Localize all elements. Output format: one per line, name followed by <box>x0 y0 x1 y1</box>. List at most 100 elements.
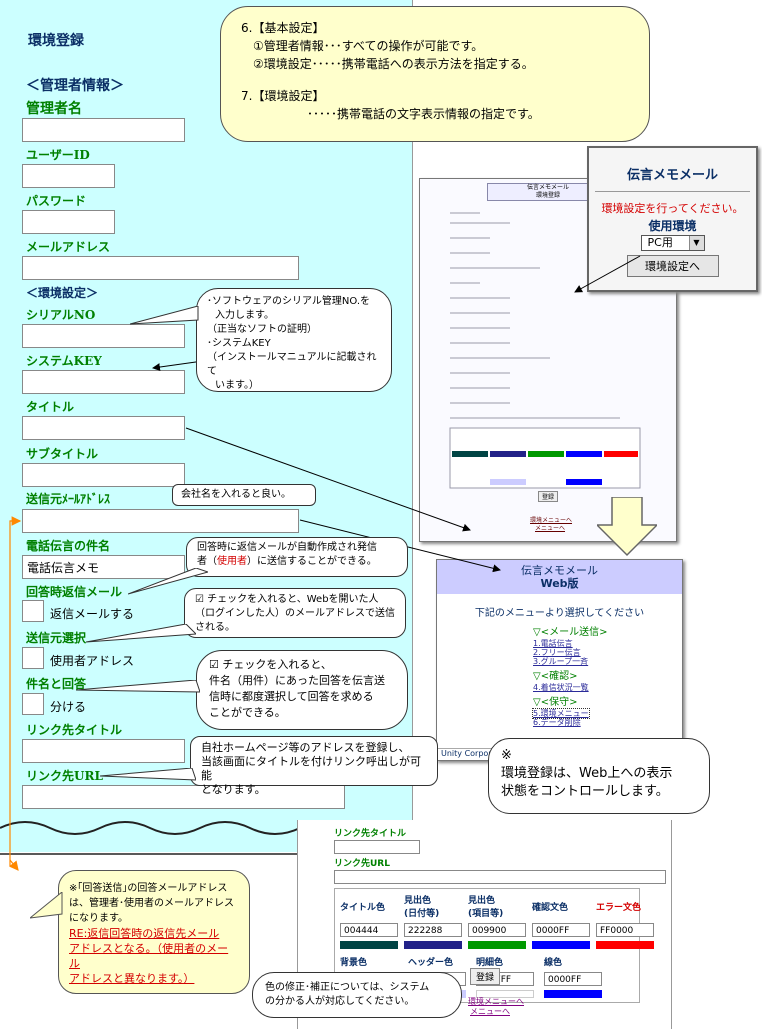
subject-callout-tail <box>76 680 200 693</box>
subject-input[interactable]: 電話伝言メモ <box>22 555 185 579</box>
subject-callout-line2: 件名（用件）にあった回答を伝言送 <box>209 674 385 687</box>
menu-group-link[interactable]: 3.グループ一斉 <box>533 657 589 666</box>
menu-phone-message-link[interactable]: 1.電話伝言 <box>533 639 573 648</box>
link-callout-tail <box>100 768 196 781</box>
row2-color-swatch <box>544 990 602 998</box>
dialog-title: 伝言メモメール <box>626 168 718 183</box>
color-settings-screen: リンク先タイトル リンク先URL タイトル色見出色 (日付等)見出色 (項目等)… <box>297 820 672 1029</box>
sender-callout-line2: （ログインした人）のメールアドレスで送信 <box>195 608 395 619</box>
subtitle-input[interactable] <box>22 463 185 487</box>
admin-name-input[interactable] <box>22 118 185 142</box>
env-select[interactable]: PC用 ▼ <box>640 235 705 251</box>
row1-color-input[interactable]: 009900 <box>468 923 526 937</box>
menu-env-link[interactable]: 5.環境メニュー <box>532 708 590 719</box>
reply-callout-line1: 回答時に返信メールが自動作成され発信 <box>197 542 377 553</box>
sender-select-label: 送信元選択 <box>26 631 87 645</box>
row1-color-input[interactable]: 222288 <box>404 923 462 937</box>
reply-callout-line2: 者（使用者）に送信することができる。 <box>197 555 397 569</box>
menu-delete-link[interactable]: 6.データ削除 <box>533 718 581 727</box>
menu-free-message-link[interactable]: 2.フリー伝言 <box>533 648 581 657</box>
dialog-message: 環境設定を行ってください。 <box>601 202 744 215</box>
color-panel-link-url-label: リンク先URL <box>334 859 390 869</box>
row1-header: エラー文色 <box>596 902 642 913</box>
sender-callout-tail <box>86 624 196 643</box>
thumbnail-register-button: 登録 <box>538 491 559 502</box>
reply-note-line4: RE:返信回答時の返信先メール <box>69 927 220 940</box>
reply-note-tail <box>30 892 63 919</box>
row1-color-input[interactable]: FF0000 <box>596 923 654 937</box>
user-id-label: ユーザーID <box>26 148 90 162</box>
user-id-input[interactable] <box>22 164 115 188</box>
serial-callout-tail <box>130 306 199 325</box>
reply-mail-checkbox-label: 返信メールする <box>50 607 135 621</box>
link-title-input[interactable] <box>22 739 185 763</box>
serial-callout-line4: ･システムKEY <box>207 338 271 349</box>
subject-answer-checkbox[interactable] <box>22 693 44 715</box>
subject-answer-checkbox-label: 分ける <box>50 700 87 714</box>
web-menu-header: 伝言メモメール Web版 <box>437 560 682 594</box>
note-heading-env: 7.【環境設定】 <box>241 89 325 103</box>
email-input[interactable] <box>22 256 299 280</box>
color-panel-link-2[interactable]: メニューへ <box>470 1007 510 1016</box>
row1-color-input[interactable]: 0000FF <box>532 923 590 937</box>
link-title-label: リンク先タイトル <box>26 723 123 737</box>
row1-color-swatch <box>404 941 462 949</box>
row2-header: 明細色 <box>476 958 504 968</box>
settings-description-note: 6.【基本設定】 ①管理者情報･･･すべての操作が可能です。 ②環境設定････… <box>220 6 650 142</box>
reply-note-line6: アドレスと異なります。） <box>69 972 195 985</box>
serial-callout-line1: ･ソフトウェアのシリアル管理NO.を <box>207 296 371 307</box>
settings-screen-thumbnail: 伝言メモメール 環境登録 登録 環境メニューへ メニューへ <box>419 178 677 542</box>
serial-input[interactable] <box>22 324 185 348</box>
email-label: メールアドレス <box>26 240 111 254</box>
menu-status-link[interactable]: 4.着信状況一覧 <box>533 683 589 692</box>
env-setting-dialog: 伝言メモメール 環境設定を行ってください。 使用環境 PC用 ▼ 環境設定へ <box>587 146 758 292</box>
note-env-line: ②環境設定･････携帯電話への表示方法を指定する。 <box>253 57 534 71</box>
link-callout-line2: 当該画面にタイトルを付けリンク呼出しが可能 <box>201 755 421 782</box>
system-key-label: システムKEY <box>26 354 102 368</box>
sender-address-input[interactable] <box>22 509 299 533</box>
color-register-button[interactable]: 登録 <box>470 968 501 985</box>
row2-color-input[interactable]: 0000FF <box>544 972 602 986</box>
thumbnail-subtitle: 環境登録 <box>535 192 560 199</box>
confirm-heading: ▽<確認> <box>533 671 578 682</box>
web-menu-title: 伝言メモメール <box>521 564 598 577</box>
web-menu-footer: Unity Corpora <box>437 748 501 758</box>
color-panel-link-title-label: リンク先タイトル <box>334 829 407 839</box>
company-callout: 会社名を入れると良い。 <box>172 484 316 506</box>
row1-color-swatch <box>532 941 590 949</box>
password-input[interactable] <box>22 210 115 234</box>
color-panel-link-1[interactable]: 環境メニューへ <box>468 997 524 1006</box>
reply-callout-text-a: 者（ <box>197 556 217 567</box>
row1-color-input[interactable]: 004444 <box>340 923 398 937</box>
serial-callout-line6: います。） <box>215 380 259 391</box>
sender-select-checkbox[interactable] <box>22 647 44 669</box>
maintenance-heading: ▽<保守> <box>533 697 578 708</box>
reply-note-line3: になります。 <box>69 913 128 924</box>
env-setting-button[interactable]: 環境設定へ <box>626 255 719 277</box>
dialog-env-label: 使用環境 <box>648 219 697 233</box>
reply-callout-highlight: 使用者 <box>217 556 247 567</box>
serial-callout-line3: （正当なソフトの証明） <box>207 324 317 335</box>
sender-callout-line1: ☑ チェックを入れると、Webを開いた人 <box>195 594 379 605</box>
subject-callout-line4: ことができる。 <box>209 706 286 719</box>
env-section-heading: ＜環境設定＞ <box>26 286 99 300</box>
down-arrow-icon <box>597 497 657 557</box>
reply-callout-tail <box>128 568 208 595</box>
reply-mail-checkbox[interactable] <box>22 600 44 622</box>
thumbnail-form-lines <box>449 212 641 489</box>
password-label: パスワード <box>26 194 87 208</box>
serial-callout-line2: 入力します。 <box>215 310 274 321</box>
admin-section-heading: ＜管理者情報＞ <box>26 78 124 94</box>
link-url-input[interactable] <box>22 785 345 809</box>
thumbnail-link-2: メニューへ <box>535 525 566 532</box>
link-callout: 自社ホームページ等のアドレスを登録し、 当該画面にタイトルを付けリンク呼出しが可… <box>190 736 438 796</box>
web-callout-line1: 環境登録は、Web上への表示 <box>501 766 673 781</box>
reply-address-note: ※｢回答送信｣の回答メールアドレス は、管理者･使用者のメールアドレス になりま… <box>58 870 250 994</box>
title-input[interactable] <box>22 416 185 440</box>
web-menu-screen: 伝言メモメール Web版 下記のメニューより選択してください ▽<メール送信> … <box>436 559 683 761</box>
web-callout-line2: 状態をコントロールします。 <box>501 784 669 799</box>
system-key-input[interactable] <box>22 370 185 394</box>
serial-callout-line5: （インストールマニュアルに記載されて <box>207 352 377 377</box>
env-select-value: PC用 <box>647 236 673 249</box>
link-callout-line3: となります。 <box>201 783 266 796</box>
